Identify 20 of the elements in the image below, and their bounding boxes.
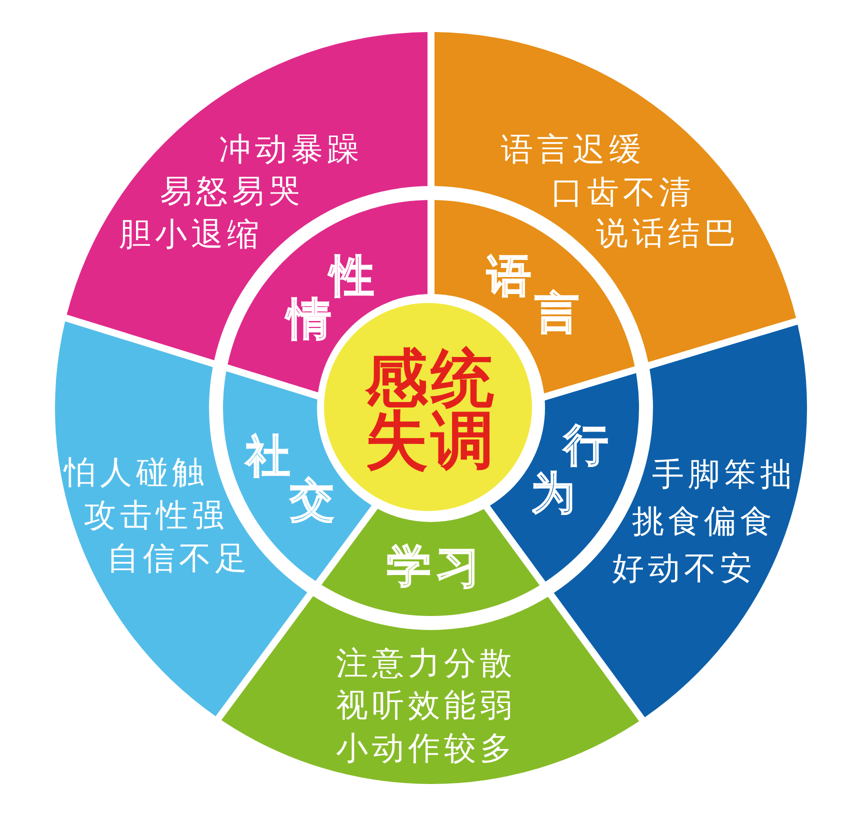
symptom-text: 注意力分散: [336, 646, 516, 680]
segment-label: 社交: [246, 435, 334, 523]
center-title: 感统失调: [364, 348, 498, 472]
symptom-text: 胆小退缩: [119, 217, 263, 251]
symptom-text: 手脚笨拙: [652, 457, 796, 491]
symptom-text: 说话结巴: [596, 216, 740, 250]
segment-label: 语言: [487, 255, 579, 336]
symptom-text: 冲动暴躁: [219, 132, 363, 166]
symptom-text: 自信不足: [107, 541, 251, 575]
symptom-text: 口齿不清: [551, 175, 695, 209]
symptom-text: 易怒易哭: [160, 174, 304, 208]
symptom-text: 攻击性强: [84, 498, 228, 532]
symptom-text: 视听效能弱: [336, 688, 516, 722]
segment-label: 学习: [387, 545, 480, 590]
symptom-text: 小动作较多: [336, 731, 516, 765]
symptom-text: 怕人碰触: [64, 455, 208, 489]
symptom-text: 语言迟缓: [501, 132, 645, 166]
symptom-text: 好动不安: [612, 551, 756, 585]
symptom-text: 挑食偏食: [632, 504, 776, 538]
segment-label: 行为: [531, 424, 608, 516]
